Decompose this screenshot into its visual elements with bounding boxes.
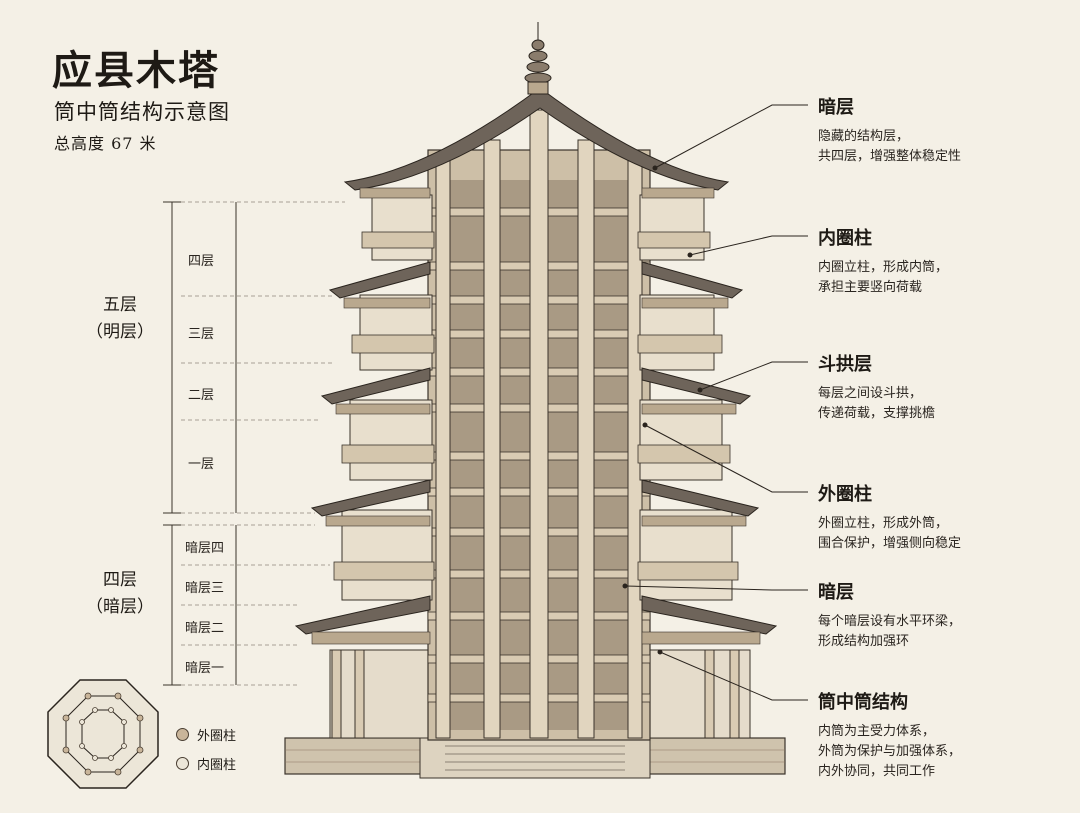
annotation-text: 形成结构加强环 (818, 634, 910, 649)
page-title: 应县木塔 (52, 47, 220, 94)
annotation-text: 内筒为主受力体系， (818, 724, 936, 739)
annotation-text: 承担主要竖向荷载 (818, 280, 923, 295)
group-label-bright: 五层 （明层） (85, 292, 155, 346)
annotation-heading: 斗拱层 (818, 354, 872, 375)
annotation-text: 隐藏的结构层， (818, 129, 910, 144)
floor-label-4: 四层 (188, 254, 215, 269)
plan-inner-columns (79, 707, 127, 761)
annotation-text: 外筒为保护与加强体系， (818, 744, 962, 759)
annotation-text: 外圈立柱，形成外筒， (818, 516, 949, 531)
legend-outer-label: 外圈柱 (197, 729, 237, 744)
tower-core (427, 109, 651, 741)
floor-brackets (163, 201, 237, 686)
floor-label-3: 三层 (188, 327, 215, 342)
dougong-brackets (311, 187, 761, 645)
railings (333, 231, 739, 581)
spire (524, 22, 552, 95)
group-dark-line1: 四层 (103, 570, 137, 590)
floor-label-dark-1: 暗层一 (185, 661, 225, 676)
annotation-dougong: 斗拱层 每层之间设斗拱， 传递荷载，支撑挑檐 (818, 350, 935, 424)
floor-dividers (181, 201, 345, 686)
annotation-text: 内圈立柱，形成内筒， (818, 260, 949, 275)
annotation-heading: 筒中筒结构 (818, 692, 908, 713)
floor-label-1: 一层 (188, 457, 215, 472)
floor-label-dark-3: 暗层三 (185, 581, 225, 596)
legend-inner-label: 内圈柱 (197, 758, 237, 773)
annotation-tube-in-tube: 筒中筒结构 内筒为主受力体系， 外筒为保护与加强体系， 内外协同，共同工作 (818, 688, 961, 782)
tower-base (284, 737, 786, 779)
group-label-dark: 四层 （暗层） (85, 567, 155, 621)
annotation-dark-layer: 暗层 隐藏的结构层， 共四层，增强整体稳定性 (818, 93, 961, 167)
height-note: 总高度 67 米 (54, 134, 157, 153)
annotation-inner-columns: 内圈柱 内圈立柱，形成内筒， 承担主要竖向荷载 (818, 224, 948, 298)
group-dark-line2: （暗层） (86, 597, 154, 617)
floor-label-dark-4: 暗层四 (185, 541, 225, 556)
page-subtitle: 筒中筒结构示意图 (54, 100, 230, 124)
group-bright-line1: 五层 (103, 295, 137, 315)
legend-inner-columns: 内圈柱 (176, 754, 236, 773)
annotation-outer-columns: 外圈柱 外圈立柱，形成外筒， 围合保护，增强侧向稳定 (818, 480, 961, 554)
annotation-text: 传递荷载，支撑挑檐 (818, 406, 936, 421)
annotation-text: 每个暗层设有水平环梁， (818, 614, 962, 629)
eaves (294, 87, 778, 635)
outer-column-swatch-icon (176, 728, 189, 741)
annotation-text: 围合保护，增强侧向稳定 (818, 536, 962, 551)
annotation-heading: 暗层 (818, 582, 854, 603)
legend-outer-columns: 外圈柱 (176, 725, 236, 744)
group-bright-line2: （明层） (86, 322, 154, 342)
floor-label-2: 二层 (188, 388, 215, 403)
inner-column-swatch-icon (176, 757, 189, 770)
plan-diagram (47, 679, 159, 789)
plan-outer-columns (62, 692, 144, 776)
annotation-text: 每层之间设斗拱， (818, 386, 923, 401)
leader-lines (624, 104, 808, 701)
floor-label-dark-2: 暗层二 (185, 621, 225, 636)
annotation-heading: 内圈柱 (818, 228, 872, 249)
annotation-dark-ring: 暗层 每个暗层设有水平环梁， 形成结构加强环 (818, 578, 961, 652)
annotation-heading: 暗层 (818, 97, 854, 118)
annotation-heading: 外圈柱 (818, 484, 872, 505)
annotation-text: 共四层，增强整体稳定性 (818, 149, 962, 164)
annotation-text: 内外协同，共同工作 (818, 764, 936, 779)
